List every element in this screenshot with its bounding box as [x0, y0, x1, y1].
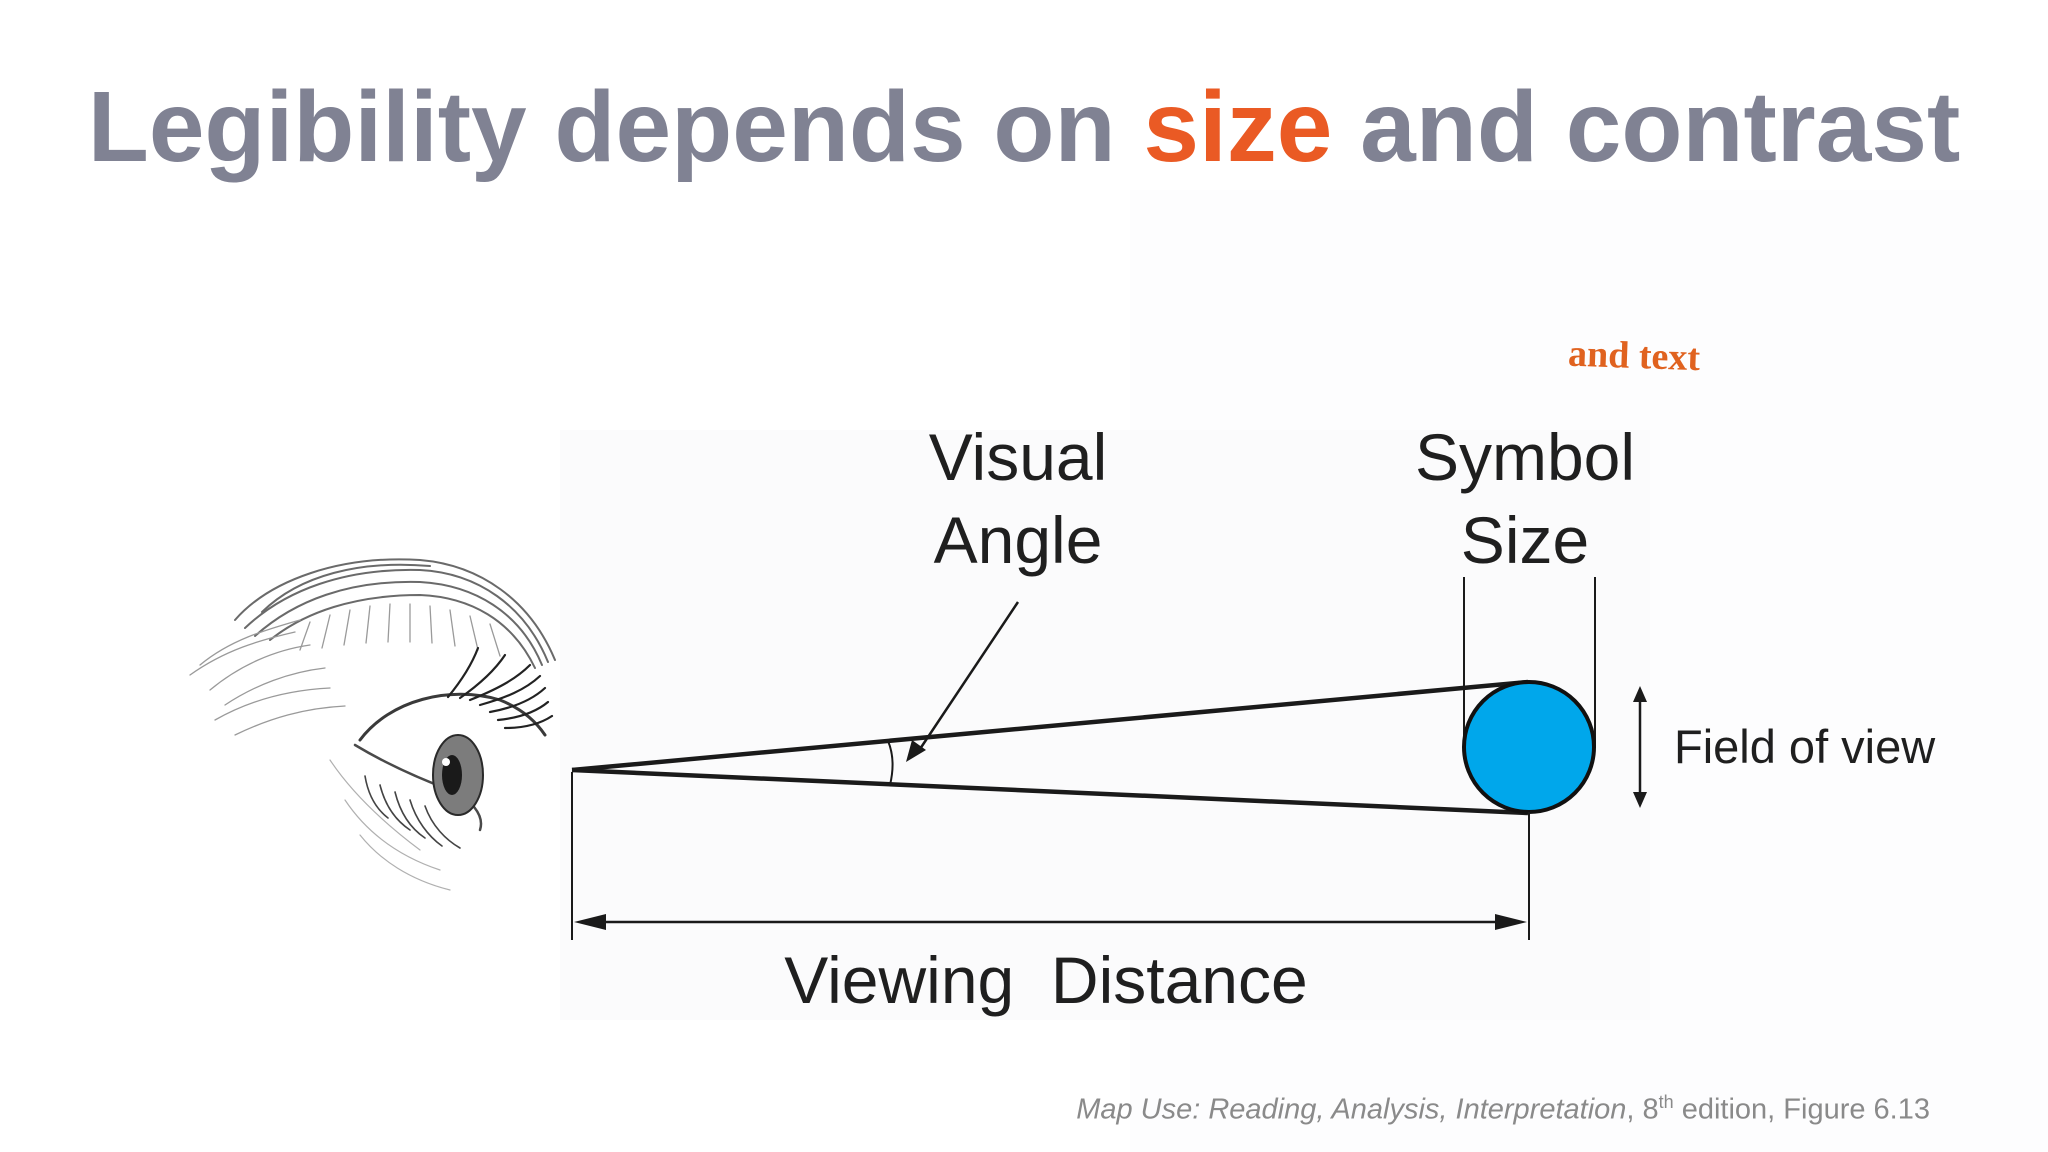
citation-edition-sup: th	[1658, 1092, 1674, 1112]
angle-arc	[887, 740, 894, 786]
eye-sketch-icon	[189, 558, 556, 891]
symbol-size-label-line1: Symbol	[1415, 420, 1635, 494]
title-highlight: size	[1143, 71, 1333, 183]
symbol-circle	[1462, 680, 1596, 814]
viewing-distance-label: Viewing Distance	[784, 943, 1307, 1017]
citation-title: Map Use: Reading, Analysis, Interpretati…	[1076, 1093, 1627, 1126]
lower-sight-line	[571, 767, 1529, 816]
field-of-view-arrowhead-down	[1633, 792, 1647, 808]
citation-edition-rest: edition, Figure 6.13	[1673, 1093, 1930, 1126]
distance-arrowhead-left	[574, 914, 606, 930]
field-of-view-arrowhead-up	[1633, 686, 1647, 702]
distance-arrowhead-right	[1495, 914, 1527, 930]
visual-angle-label-line1: Visual	[929, 420, 1108, 494]
citation-edition-num: , 8	[1626, 1093, 1659, 1126]
field-of-view-label: Field of view	[1674, 720, 1936, 773]
title-part2: and contrast	[1332, 71, 1961, 183]
and-text-annotation: and text	[1567, 333, 1701, 380]
angle-pointer-line	[916, 601, 1020, 753]
upper-sight-line	[571, 679, 1529, 773]
symbol-size-label-line2: Size	[1461, 503, 1589, 577]
angle-pointer-arrowhead	[906, 740, 926, 762]
title-part1: Legibility depends on	[87, 71, 1144, 183]
figure-citation: Map Use: Reading, Analysis, Interpretati…	[1076, 1092, 1930, 1127]
visual-angle-label-line2: Angle	[934, 503, 1103, 577]
slide-title: Legibility depends on size and contrast	[0, 70, 2048, 185]
